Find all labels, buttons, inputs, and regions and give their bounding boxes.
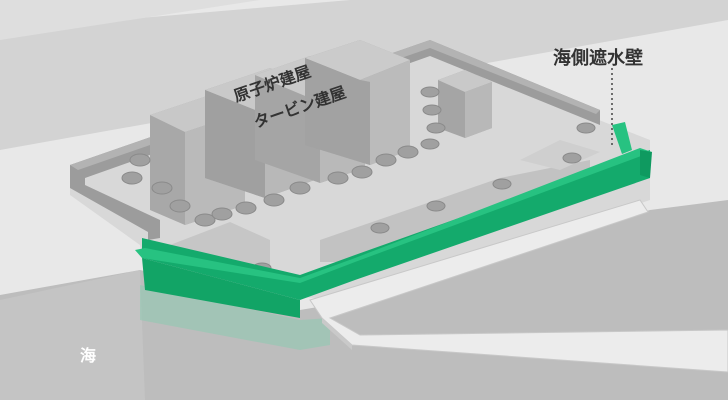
seawall [135, 122, 652, 318]
building-block-4 [305, 40, 410, 165]
tank-group [121, 86, 596, 274]
inner-ledge-top [520, 140, 600, 170]
building-block-small [438, 70, 492, 138]
inner-ledge-right [320, 160, 590, 262]
sea-label: 海 [80, 346, 97, 365]
upper-corner [0, 0, 260, 40]
sea-left [0, 270, 145, 400]
pier-edge [322, 318, 352, 350]
seawall-label: 海側遮水壁 [553, 48, 643, 69]
seawall-reflection [140, 285, 330, 350]
